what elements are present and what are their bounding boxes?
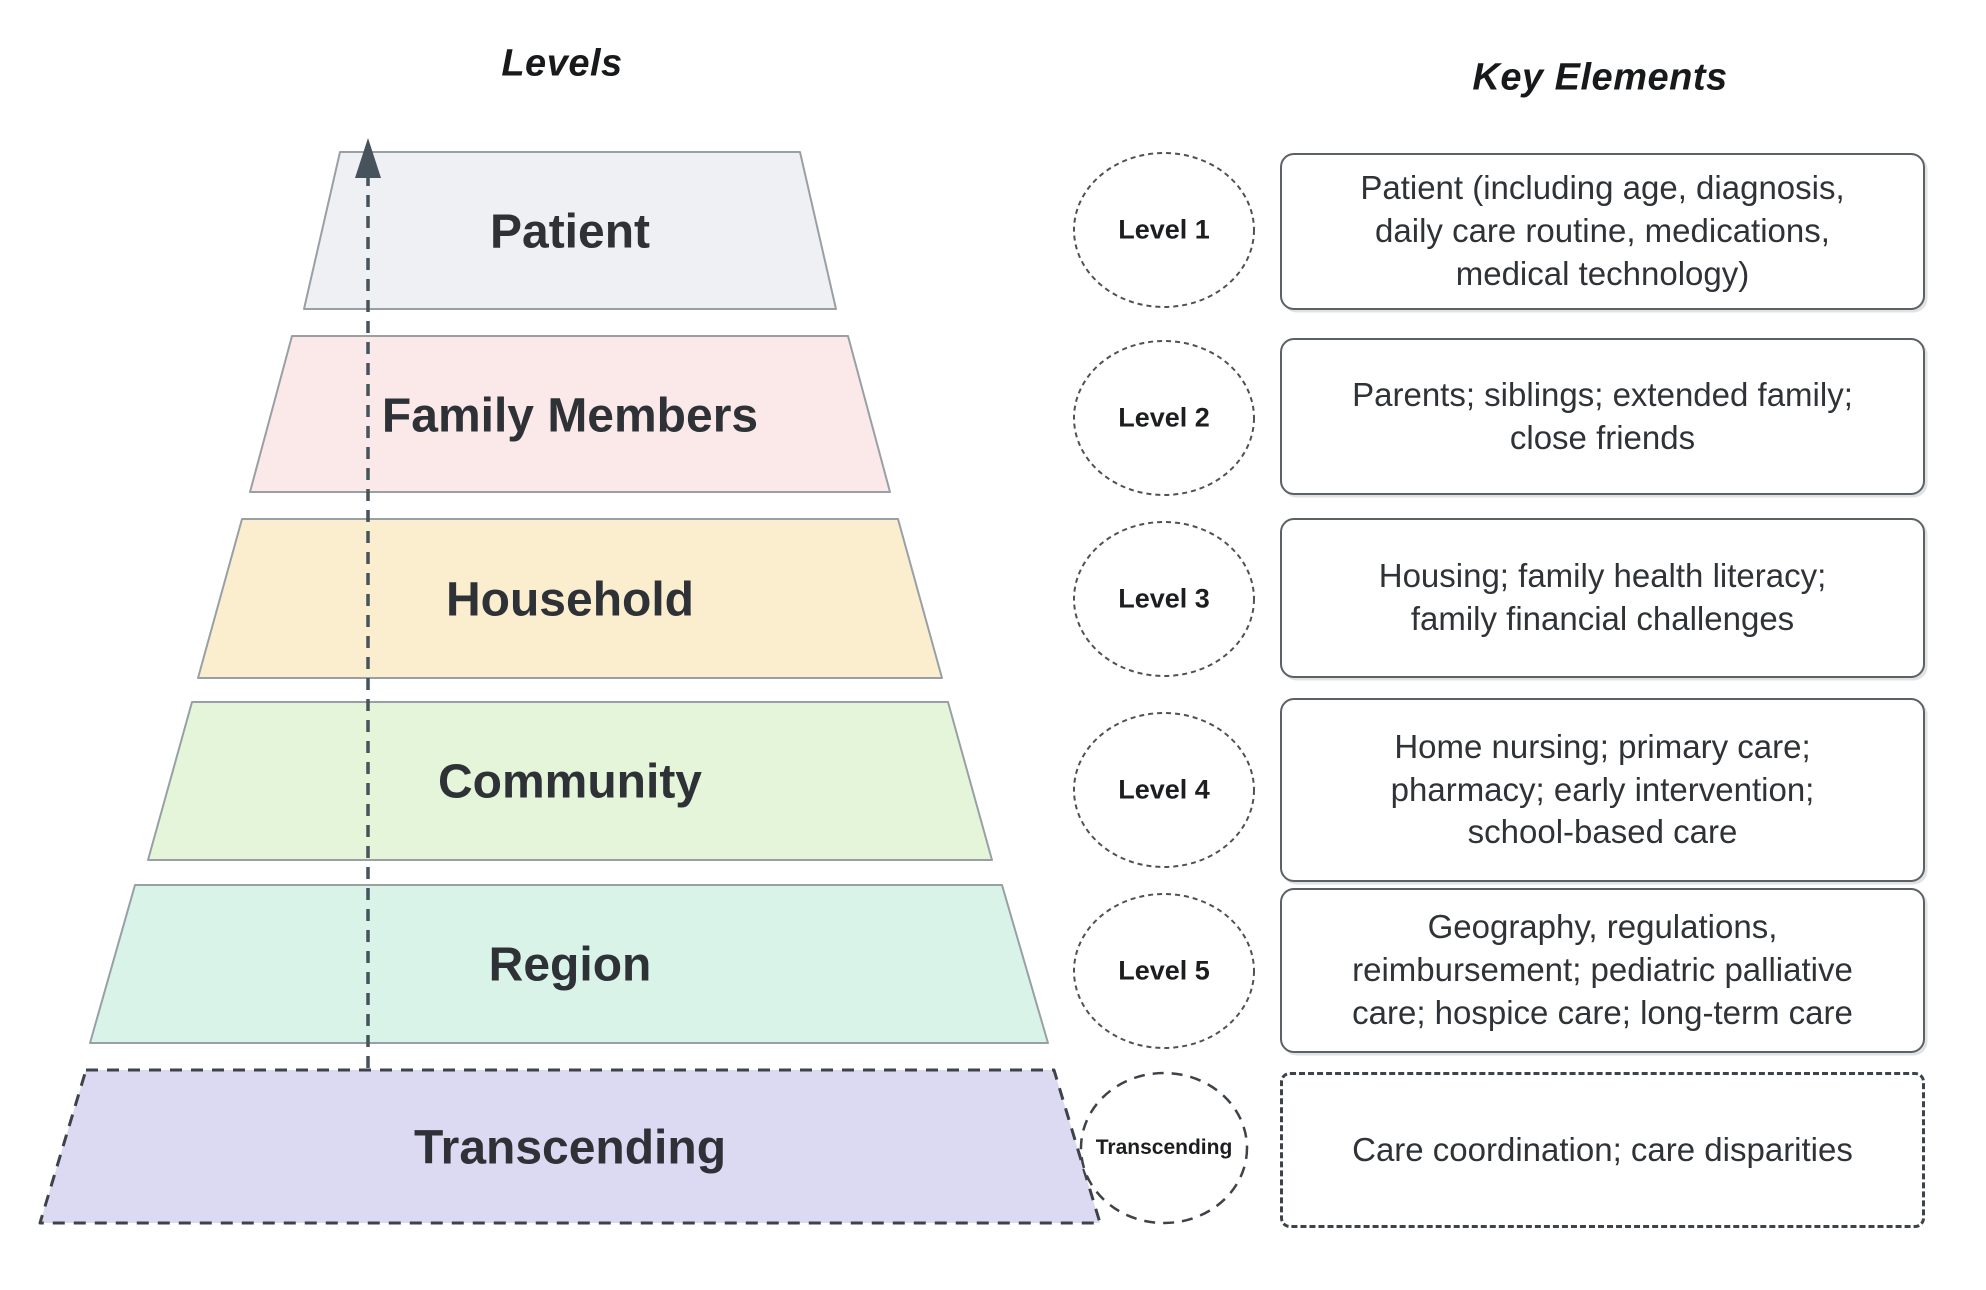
- levels-column-heading: Levels: [501, 42, 623, 85]
- pyramid-level-patient-label: Patient: [489, 205, 651, 259]
- pyramid-level-region-shape: [89, 884, 1049, 1044]
- level-5-badge-label: Level 5: [1118, 955, 1210, 986]
- key-element-text-transcending: Care coordination; care disparities: [1352, 1130, 1853, 1168]
- key-element-text-level-1: Patient (including age, diagnosis, daily…: [1360, 169, 1845, 292]
- pyramid-level-patient-shape: [303, 151, 837, 310]
- key-element-text-level-4: Home nursing; primary care; pharmacy; ea…: [1390, 727, 1815, 851]
- pyramid-level-household-label: Household: [446, 573, 694, 627]
- pyramid-level-community-label: Community: [438, 755, 702, 809]
- pyramid-level-transcending-label: Transcending: [413, 1121, 727, 1175]
- level-1-badge-label: Level 1: [1118, 214, 1210, 245]
- level-4-badge-label: Level 4: [1118, 774, 1210, 805]
- transcending-badge-circle: [1079, 1071, 1249, 1225]
- key-element-box-level-5: Geography, regulations, reimbursement; p…: [1280, 888, 1925, 1053]
- pyramid-level-family-label: Family Members: [381, 389, 759, 443]
- key-element-text-level-5: Geography, regulations, reimbursement; p…: [1352, 908, 1853, 1031]
- key-element-box-level-1: Patient (including age, diagnosis, daily…: [1280, 153, 1925, 310]
- transcending-badge-label: Transcending: [1095, 1136, 1233, 1159]
- key-elements-column-heading: Key Elements: [1472, 56, 1728, 99]
- upward-arrow-head-icon: [355, 138, 381, 178]
- pyramid-level-household-shape: [197, 518, 943, 679]
- level-5-badge-circle: [1073, 893, 1255, 1049]
- pyramid-level-transcending-shape: [38, 1068, 1102, 1225]
- level-3-badge-circle: [1073, 521, 1255, 677]
- key-element-box-transcending: Care coordination; care disparities: [1280, 1072, 1925, 1228]
- level-2-badge-circle: [1073, 340, 1255, 496]
- level-4-badge-circle: [1073, 712, 1255, 868]
- key-element-text-level-2: Parents; siblings; extended family; clos…: [1352, 375, 1853, 456]
- key-element-box-level-3: Housing; family health literacy; family …: [1280, 518, 1925, 678]
- pyramid-level-community-shape: [147, 701, 993, 861]
- pyramid-level-family-shape: [249, 335, 891, 493]
- key-element-box-level-2: Parents; siblings; extended family; clos…: [1280, 338, 1925, 495]
- level-3-badge-label: Level 3: [1118, 583, 1210, 614]
- level-2-badge-label: Level 2: [1118, 402, 1210, 433]
- pyramid-level-region-label: Region: [488, 938, 652, 992]
- key-element-text-level-3: Housing; family health literacy; family …: [1378, 557, 1827, 637]
- level-1-badge-circle: [1073, 152, 1255, 308]
- key-element-box-level-4: Home nursing; primary care; pharmacy; ea…: [1280, 698, 1925, 882]
